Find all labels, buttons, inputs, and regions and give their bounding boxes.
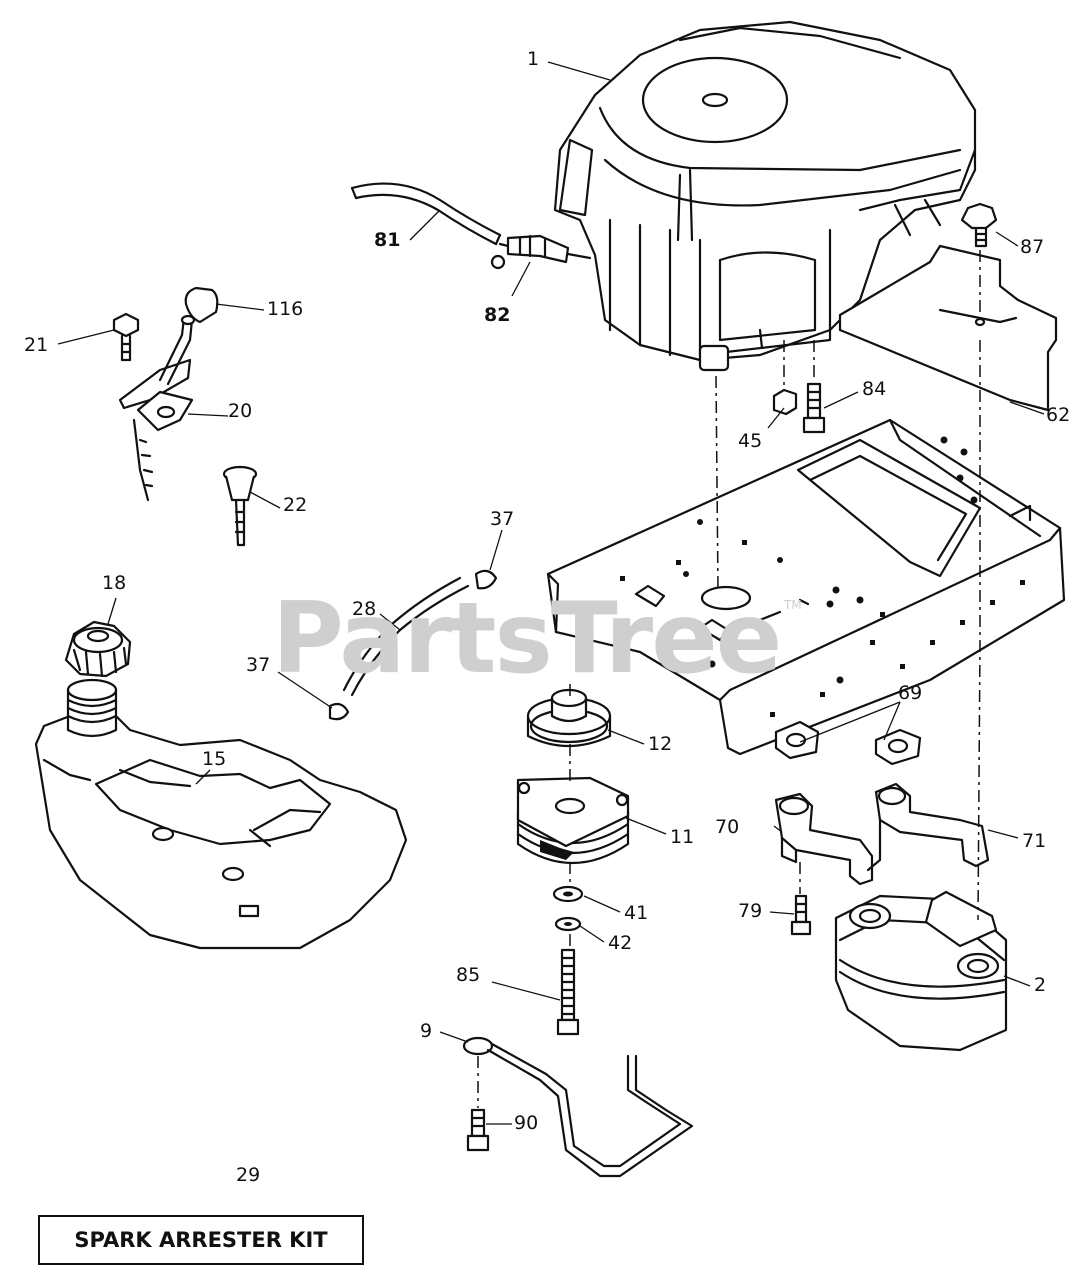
- callout-70: 70: [715, 816, 740, 838]
- callout-79: 79: [738, 900, 763, 922]
- muffler-2: [834, 890, 1008, 1052]
- rod-9: [462, 1036, 694, 1178]
- nut-45: [772, 388, 798, 416]
- fuel-line-81: [350, 182, 502, 246]
- callout-82: 82: [484, 304, 511, 326]
- spark-arrester-kit-label: SPARK ARRESTER KIT: [38, 1215, 364, 1265]
- callout-29: 29: [236, 1164, 261, 1186]
- callout-85: 85: [456, 964, 481, 986]
- callout-90: 90: [514, 1112, 539, 1134]
- fuel-cap-18: [64, 620, 132, 678]
- bolt-85: [556, 948, 580, 1036]
- pto-clutch-11: [516, 776, 630, 865]
- clamp-37-top: [474, 569, 498, 590]
- knob-116: [184, 286, 219, 324]
- washer-41: [552, 885, 584, 903]
- callout-18: 18: [102, 572, 127, 594]
- washer-42: [554, 916, 582, 932]
- bolt-84: [802, 382, 826, 434]
- callout-15: 15: [202, 748, 227, 770]
- callout-71: 71: [1022, 830, 1047, 852]
- bolt-90: [466, 1108, 490, 1152]
- callout-45: 45: [738, 430, 763, 452]
- callout-20: 20: [228, 400, 253, 422]
- knob-87: [960, 202, 998, 248]
- callout-81: 81: [374, 229, 401, 251]
- throttle-control-20: [118, 314, 196, 502]
- callout-69: 69: [898, 682, 923, 704]
- screw-21: [112, 312, 140, 362]
- frame-deck: [546, 418, 1066, 756]
- bolt-79: [790, 894, 812, 936]
- callout-84: 84: [862, 378, 887, 400]
- callout-116: 116: [267, 298, 304, 320]
- callout-28: 28: [352, 598, 377, 620]
- shield-plate-62: [838, 244, 1058, 412]
- callout-9: 9: [420, 1020, 433, 1042]
- callout-42: 42: [608, 932, 633, 954]
- fuel-tank-15: [34, 678, 408, 950]
- choke-knob-22: [222, 465, 258, 547]
- assembly-centerlines: [477, 250, 981, 1108]
- callout-2: 2: [1034, 974, 1047, 996]
- engine: [553, 20, 977, 372]
- leader-lines: [57, 61, 1045, 1125]
- callout-41: 41: [624, 902, 649, 924]
- callout-87: 87: [1020, 236, 1045, 258]
- callout-37-top: 37: [490, 508, 515, 530]
- callout-21: 21: [24, 334, 49, 356]
- callout-1: 1: [527, 48, 540, 70]
- callout-11: 11: [670, 826, 695, 848]
- callout-22: 22: [283, 494, 308, 516]
- fuel-filter-82: [490, 234, 592, 270]
- exhaust-pipe-70: [774, 792, 874, 886]
- watermark: PartsTree: [272, 582, 782, 696]
- callout-62: 62: [1046, 404, 1071, 426]
- clamp-37-bottom: [328, 702, 350, 721]
- gasket-69-right: [874, 728, 922, 766]
- exhaust-pipe-71: [866, 782, 990, 872]
- watermark-trademark: TM: [784, 598, 802, 612]
- callout-12: 12: [648, 733, 673, 755]
- pulley-12: [526, 688, 612, 748]
- callout-37-bottom: 37: [246, 654, 271, 676]
